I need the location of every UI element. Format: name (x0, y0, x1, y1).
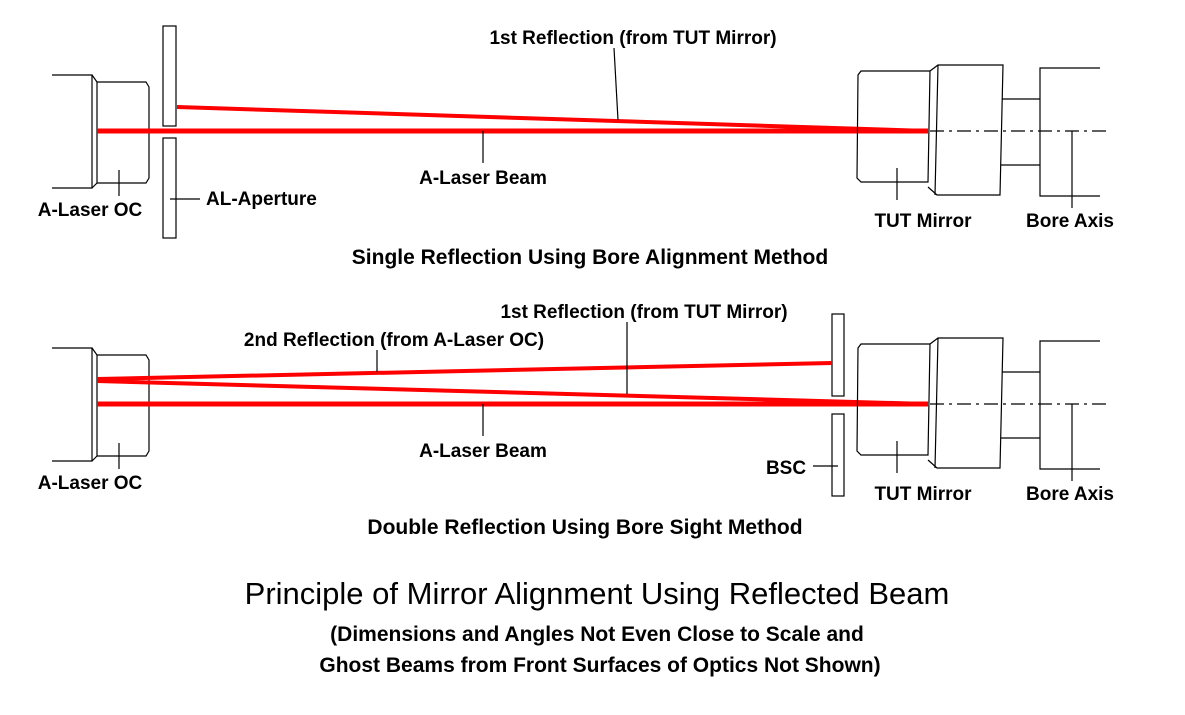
tut-mirror-assembly (856, 64, 1100, 197)
leader (613, 47, 619, 121)
top-diagram: 1st Reflection (from TUT Mirror) A-Laser… (38, 25, 1114, 269)
laser-oc-label: A-Laser OC (38, 200, 143, 221)
tut-mirror-label: TUT Mirror (874, 211, 972, 232)
bore-axis-label: Bore Axis (1026, 484, 1114, 505)
first-reflection-beam (96, 379, 929, 406)
aperture-label: AL-Aperture (206, 189, 317, 210)
bsc-plates (831, 313, 845, 497)
subtitle-line-1: (Dimensions and Angles Not Even Close to… (330, 623, 864, 646)
al-aperture (162, 25, 177, 239)
tut-mirror-assembly (856, 337, 1100, 470)
bottom-diagram: 1st Reflection (from TUT Mirror) 2nd Ref… (38, 302, 1114, 539)
bore-axis-label: Bore Axis (1026, 211, 1114, 232)
tut-mirror-label: TUT Mirror (874, 484, 972, 505)
main-title: Principle of Mirror Alignment Using Refl… (245, 576, 950, 611)
first-reflection-beam (176, 105, 929, 133)
bottom-caption: Double Reflection Using Bore Sight Metho… (367, 516, 802, 539)
subtitle-line-2: Ghost Beams from Front Surfaces of Optic… (319, 654, 880, 677)
top-caption: Single Reflection Using Bore Alignment M… (352, 246, 828, 269)
first-reflection-label: 1st Reflection (from TUT Mirror) (489, 28, 776, 49)
first-reflection-label: 1st Reflection (from TUT Mirror) (500, 302, 787, 323)
laser-beam-label: A-Laser Beam (419, 441, 547, 462)
second-reflection-label: 2nd Reflection (from A-Laser OC) (244, 330, 544, 351)
laser-beam-label: A-Laser Beam (419, 168, 547, 189)
bsc-label: BSC (766, 458, 806, 479)
second-reflection-beam (96, 361, 833, 381)
laser-oc-label: A-Laser OC (38, 473, 143, 494)
